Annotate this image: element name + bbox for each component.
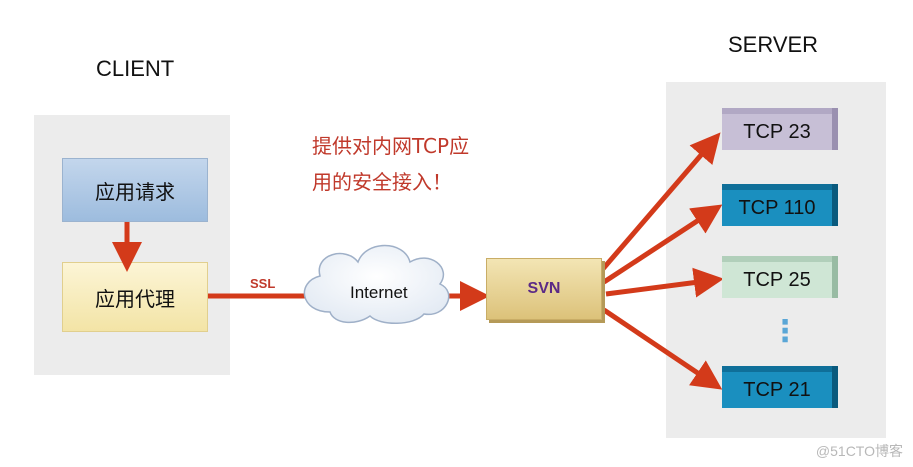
server-box-top — [722, 256, 838, 262]
svn-box: SVN — [486, 258, 602, 320]
server-box-side — [832, 256, 838, 298]
svn-label: SVN — [527, 280, 561, 297]
server-tcp-21: TCP 21 — [722, 366, 838, 408]
server-tcp-23: TCP 23 — [722, 108, 838, 150]
server-box-side — [832, 184, 838, 226]
internet-cloud — [303, 244, 450, 324]
description-note: 提供对内网TCP应 用的安全接入！ — [312, 128, 469, 200]
arrow-svn-to-tcp110 — [602, 204, 723, 285]
server-tcp-25: TCP 25 — [722, 256, 838, 298]
app-proxy-box: 应用代理 — [62, 262, 208, 332]
server-label: TCP 110 — [722, 190, 832, 226]
internet-label: Internet — [350, 283, 408, 302]
server-tcp-110: TCP 110 — [722, 184, 838, 226]
arrow-svn-to-tcp23 — [600, 132, 721, 272]
server-box-top — [722, 366, 838, 372]
server-heading: SERVER — [728, 32, 819, 57]
ssl-label: SSL — [250, 276, 276, 291]
more-servers-ellipsis: ⋮ — [770, 315, 800, 348]
server-label: TCP 21 — [722, 372, 832, 408]
server-box-top — [722, 184, 838, 190]
arrow-svn-to-tcp25 — [605, 267, 724, 298]
server-label: TCP 25 — [722, 262, 832, 298]
server-box-side — [832, 108, 838, 150]
note-line-2: 用的安全接入！ — [312, 170, 452, 194]
server-box-top — [722, 108, 838, 114]
server-label: TCP 23 — [722, 114, 832, 150]
server-box-side — [832, 366, 838, 408]
note-line-1: 提供对内网TCP应 — [312, 134, 470, 158]
arrow-svn-to-tcp21 — [602, 307, 723, 390]
watermark: @51CTO博客 — [815, 443, 903, 459]
app-request-box: 应用请求 — [62, 158, 208, 222]
client-heading: CLIENT — [96, 56, 175, 81]
